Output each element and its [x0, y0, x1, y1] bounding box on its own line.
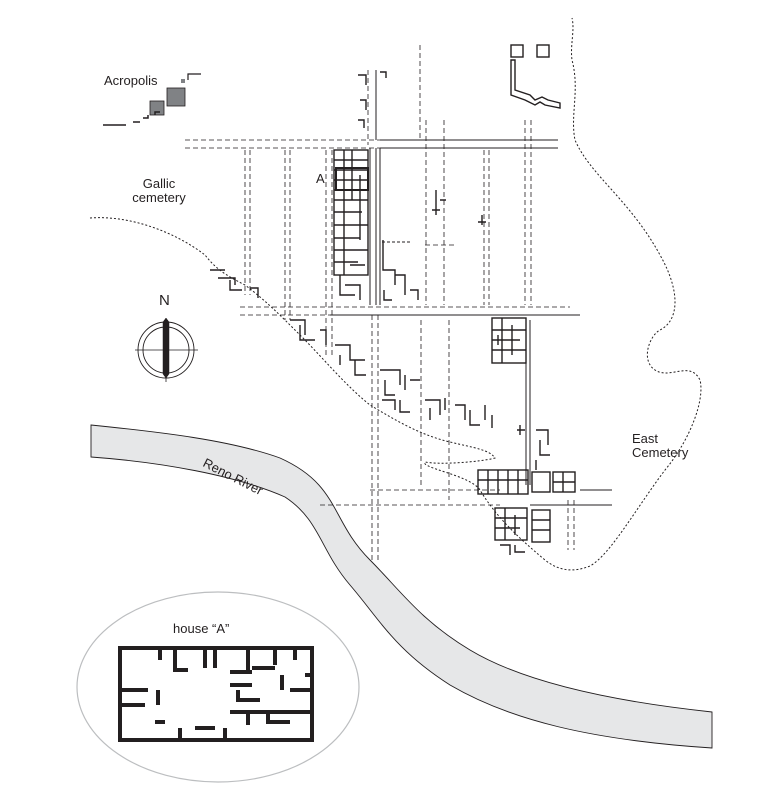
- reno-river: [90, 424, 713, 749]
- north-label: N: [159, 292, 170, 309]
- gallic-cemetery-line1: Gallic: [142, 176, 176, 191]
- gallic-cemetery-label: Gallic cemetery: [125, 177, 193, 205]
- excavated-streets: [330, 70, 612, 506]
- east-cemetery-line2: Cemetery: [632, 445, 689, 460]
- north-compass: [135, 317, 198, 382]
- house-a-inset: [76, 591, 360, 783]
- acropolis-label: Acropolis: [104, 73, 158, 88]
- east-cemetery-line1: East: [632, 431, 659, 446]
- building-remains: [210, 44, 576, 555]
- house-a-inset-title: house “A”: [173, 621, 230, 636]
- house-a-marker: A: [316, 171, 325, 186]
- east-cemetery-label: East Cemetery: [632, 432, 688, 460]
- acropolis-structures: [103, 73, 201, 126]
- gallic-cemetery-line2: cemetery: [132, 190, 186, 205]
